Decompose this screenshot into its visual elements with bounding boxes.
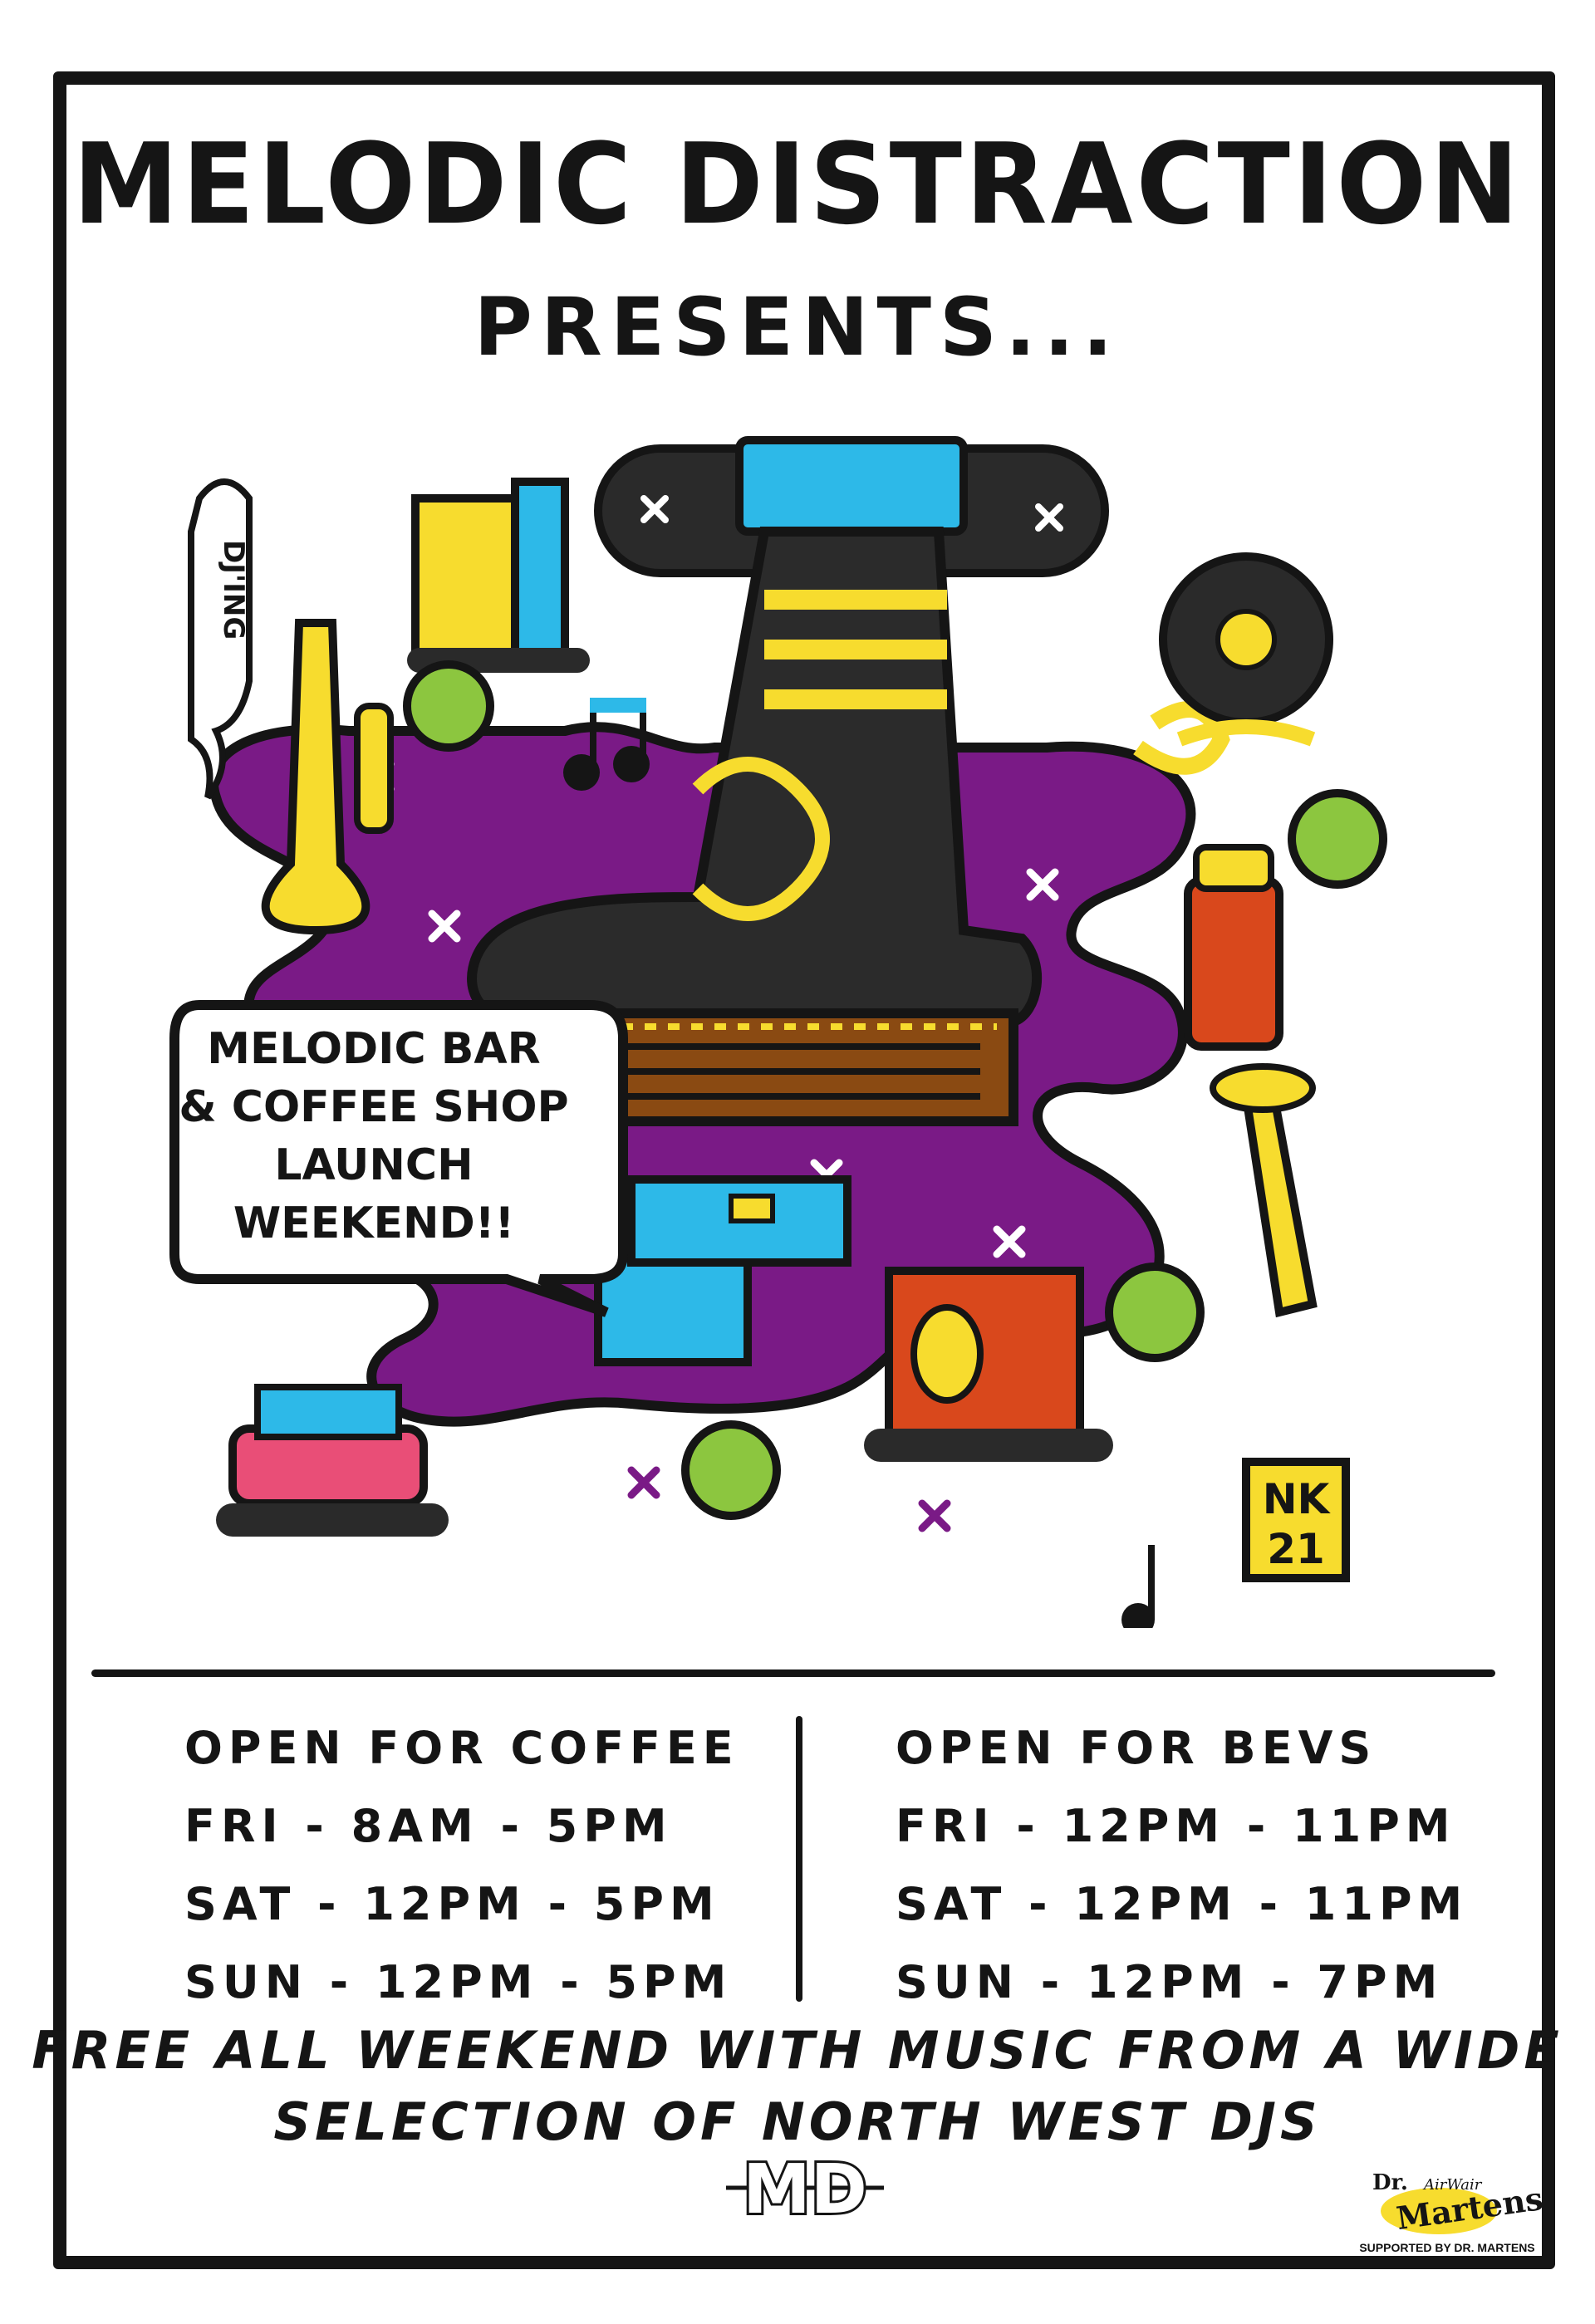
artist-tag: NK 21 [1242, 1458, 1350, 1582]
speech-line-1: MELODIC BAR [207, 1024, 540, 1074]
poster-illustration: NK 21 DJ'ING MELODIC BAR & COFFEE SHOP L… [169, 436, 1387, 1628]
speech-line-4: WEEKEND!! [233, 1199, 514, 1248]
poster-title: MELODIC DISTRACTION [72, 120, 1523, 250]
free-weekend-line2: SELECTION OF NORTH WEST DJS [273, 2091, 1322, 2152]
trumpet-icon [261, 619, 394, 935]
bevs-hours: OPEN FOR BEVS FRI - 12PM - 11PM SAT - 12… [896, 1709, 1468, 2022]
speech-line-3: LAUNCH [274, 1140, 473, 1190]
dj-bubble: DJ'ING [188, 478, 253, 800]
bevs-hours-fri: FRI - 12PM - 11PM [896, 1800, 1456, 1852]
dm-logo-mid: AirWair [1422, 2176, 1483, 2194]
speech-bubble: MELODIC BAR & COFFEE SHOP LAUNCH WEEKEND… [169, 1000, 628, 1317]
horizontal-divider [91, 1669, 1495, 1677]
vinyl-record-icon [1159, 552, 1333, 747]
md-logo-text: MD [743, 2153, 867, 2223]
free-weekend-line1: FREE ALL WEEKEND WITH MUSIC FROM A WIDE [32, 2020, 1563, 2081]
md-logo: MD [726, 2153, 884, 2223]
coffee-hours: OPEN FOR COFFEE FRI - 8AM - 5PM SAT - 12… [184, 1709, 739, 2022]
vertical-divider [796, 1716, 802, 2002]
coffee-hours-fri: FRI - 8AM - 5PM [184, 1800, 673, 1852]
artist-tag-line1: NK [1263, 1475, 1332, 1523]
dj-bubble-text: DJ'ING [217, 540, 250, 640]
music-note-icon [563, 698, 1155, 1628]
spray-can-icon [1184, 844, 1283, 1051]
poster-subtitle: PRESENTS... [474, 281, 1121, 374]
sponsor-caption: SUPPORTED BY DR. MARTENS [1359, 2241, 1535, 2254]
speaker-icon [864, 1267, 1113, 1462]
building-icon [407, 478, 590, 673]
tree-icon [403, 660, 1387, 1520]
speech-line-2: & COFFEE SHOP [179, 1082, 568, 1132]
coffee-hours-sun: SUN - 12PM - 5PM [184, 1956, 733, 2008]
bevs-hours-sun: SUN - 12PM - 7PM [896, 1956, 1444, 2008]
tower-icon [1210, 1063, 1318, 1318]
dr-martens-logo: Dr. AirWair Martens [1372, 2170, 1545, 2237]
coffee-hours-sat: SAT - 12PM - 5PM [184, 1878, 720, 1930]
artist-tag-line2: 21 [1267, 1525, 1325, 1573]
poster-frame [53, 71, 1555, 2269]
bevs-hours-sat: SAT - 12PM - 11PM [896, 1878, 1469, 1930]
bevs-heading: OPEN FOR BEVS [896, 1722, 1377, 1774]
boat-icon [216, 1384, 449, 1537]
dm-logo-top: Dr. [1372, 2170, 1408, 2195]
coffee-heading: OPEN FOR COFFEE [184, 1722, 739, 1774]
